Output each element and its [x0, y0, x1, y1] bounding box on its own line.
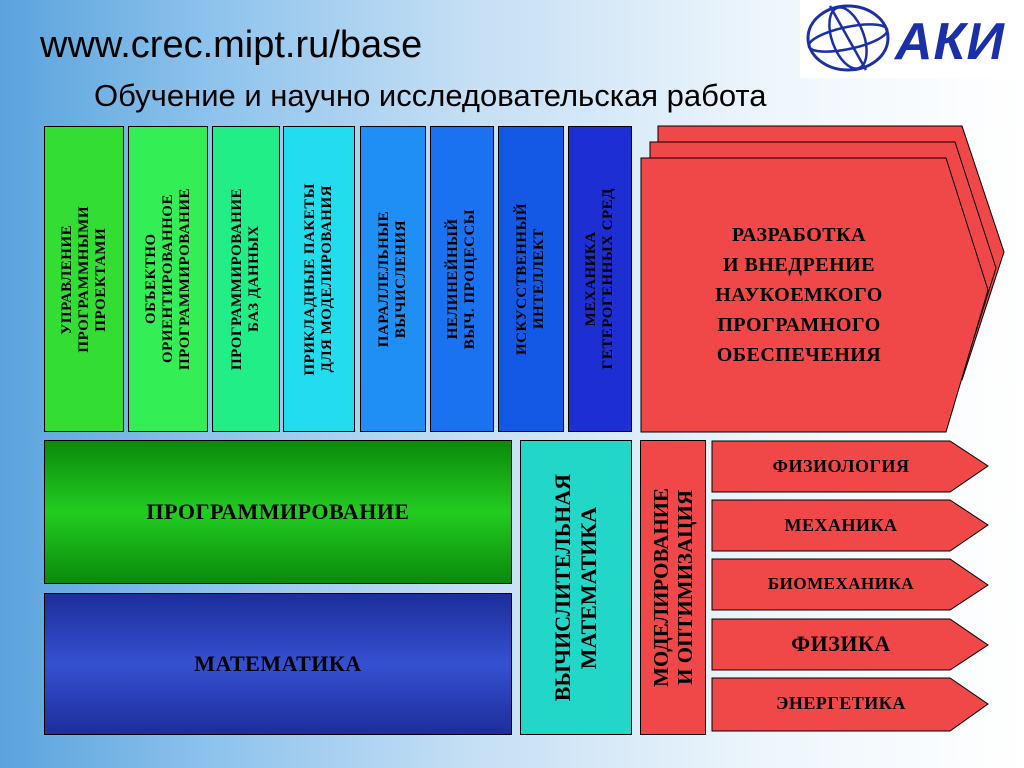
globe-icon: [806, 4, 890, 72]
column-database-programming: ПРОГРАММИРОВАНИЕ БАЗ ДАННЫХ: [212, 126, 280, 432]
column-parallel-computing: ПАРАЛЛЕЛЬНЫЕ ВЫЧИСЛЕНИЯ: [360, 126, 426, 432]
programming-box: ПРОГРАММИРОВАНИЕ: [44, 440, 512, 584]
application-arrow-biomechanics: [711, 558, 989, 611]
page-subtitle: Обучение и научно исследовательская рабо…: [94, 78, 767, 113]
site-url[interactable]: www.crec.mipt.ru/base: [40, 24, 423, 66]
application-arrow-energy: [711, 677, 989, 732]
application-arrow-physics: [711, 618, 989, 671]
aki-logo: АКИ: [800, 0, 1024, 78]
column-artificial-intelligence: ИСКУССТВЕННЫЙ ИНТЕЛЛЕКТ: [498, 126, 564, 432]
application-label-energy: ЭНЕРГЕТИКА: [776, 692, 906, 713]
application-arrow-mechanics: [711, 499, 989, 552]
column-project-management: УПРАВЛЕНИЕ ПРОГРАММНЫМИ ПРОЕКТАМИ: [44, 126, 124, 432]
column-nonlinear-processes: НЕЛИНЕЙНЫЙ ВЫЧ. ПРОЦЕССЫ: [430, 126, 494, 432]
column-oop: ОБЪЕКТНО ОРИЕНТИРОВАННОЕ ПРОГРАММИРОВАНИ…: [128, 126, 208, 432]
development-arrow-front: [640, 157, 989, 433]
development-label: РАЗРАБОТКА И ВНЕДРЕНИЕ НАУКОЕМКОГО ПРОГР…: [715, 224, 883, 366]
modeling-box: МОДЕЛИРОВАНИЕ И ОПТИМИЗАЦИЯ: [640, 440, 706, 735]
application-label-physiology: ФИЗИОЛОГИЯ: [772, 455, 910, 476]
application-label-biomechanics: БИОМЕХАНИКА: [767, 574, 915, 593]
computational-math-box: ВЫЧИСЛИТЕЛЬНАЯ МАТЕМАТИКА: [520, 440, 632, 735]
modeling-label: МОДЕЛИРОВАНИЕ И ОПТИМИЗАЦИЯ: [649, 488, 697, 687]
mathematics-box: МАТЕМАТИКА: [44, 593, 512, 735]
logo-text: АКИ: [895, 13, 1005, 71]
column-modeling-packages: ПРИКЛАДНЫЕ ПАКЕТЫ ДЛЯ МОДЕЛИРОВАНИЯ: [283, 126, 355, 432]
computational-math-label: ВЫЧИСЛИТЕЛЬНАЯ МАТЕМАТИКА: [550, 473, 601, 702]
application-arrow-physiology: [711, 440, 989, 493]
application-label-physics: ФИЗИКА: [791, 631, 891, 656]
column-heterogeneous-mechanics: МЕХАНИКА ГЕТЕРОГЕННЫХ СРЕД: [568, 126, 632, 432]
mathematics-label: МАТЕМАТИКА: [194, 651, 362, 676]
programming-label: ПРОГРАММИРОВАНИЕ: [146, 499, 410, 524]
application-label-mechanics: МЕХАНИКА: [784, 514, 898, 535]
